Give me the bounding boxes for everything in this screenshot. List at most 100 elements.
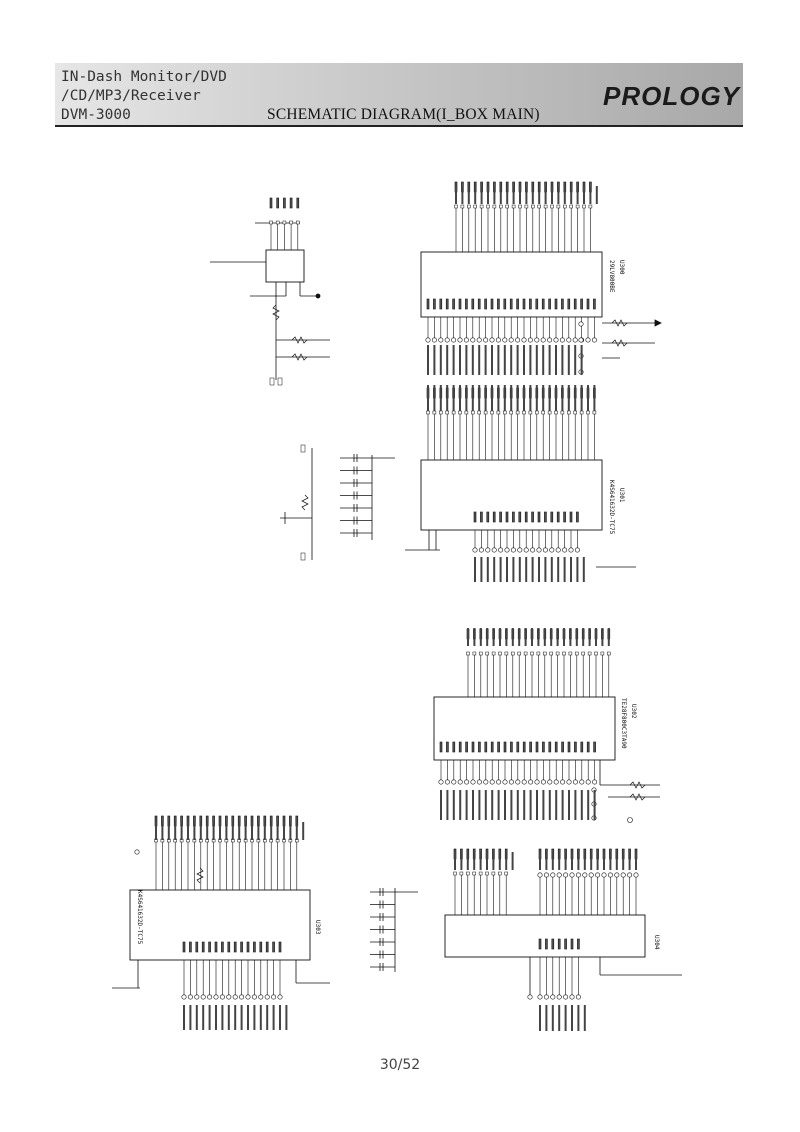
pin-terminal: [134, 849, 140, 855]
pin-terminal: [581, 651, 585, 656]
pin-terminal: [541, 410, 545, 415]
pin-terminal: [515, 337, 521, 343]
net-label-mark: [439, 298, 443, 310]
net-label-mark: [238, 822, 241, 840]
net-label-mark: [221, 1005, 224, 1030]
net-label-mark: [426, 298, 430, 310]
net-label-mark: [563, 511, 566, 523]
pin-terminal: [522, 410, 526, 415]
net-label-mark: [603, 852, 605, 870]
net-label-mark: [622, 852, 625, 870]
pin-terminal: [528, 779, 534, 785]
pin-terminal: [459, 871, 464, 876]
net-label-mark: [525, 186, 528, 204]
model-line-1: IN-Dash Monitor/DVD: [61, 69, 227, 85]
net-label-mark: [465, 790, 468, 820]
net-label-mark: [561, 741, 564, 753]
net-label-mark: [582, 557, 585, 582]
pin-terminal: [194, 994, 200, 1000]
pin-terminal: [556, 994, 562, 1000]
net-label-mark: [601, 628, 604, 646]
net-label-mark: [563, 186, 566, 204]
net-label-mark: [499, 186, 502, 204]
net-label-mark: [459, 790, 462, 820]
net-label-mark: [474, 557, 476, 582]
pin-terminal: [458, 410, 462, 415]
pin-terminal: [463, 337, 469, 343]
pin-terminal: [614, 872, 620, 878]
pin-terminal: [505, 204, 509, 209]
net-label-mark: [497, 298, 500, 310]
pin-terminal: [568, 547, 574, 553]
net-label-mark: [161, 822, 164, 840]
net-label-mark: [571, 1005, 573, 1031]
pin-terminal: [527, 337, 533, 343]
net-label-mark: [589, 186, 592, 204]
net-label-mark: [593, 741, 596, 753]
net-label-mark: [590, 852, 593, 870]
pin-terminal: [502, 779, 508, 785]
connector: [300, 444, 306, 453]
pin-terminal: [521, 779, 527, 785]
net-label-mark: [576, 511, 579, 523]
chip-u302-ref: U302: [630, 704, 637, 719]
net-label-mark: [587, 790, 590, 820]
net-label-mark: [465, 298, 468, 310]
net-label-mark: [461, 186, 464, 204]
net-label-mark: [231, 822, 234, 840]
net-label-mark: [484, 790, 487, 820]
pin-terminal: [594, 651, 598, 656]
schematic-pins: [134, 181, 639, 1000]
chip-u303: [129, 889, 311, 961]
model-line-3: DVM-3000: [61, 107, 131, 123]
net-label-mark: [522, 298, 526, 310]
net-label-mark: [593, 298, 596, 310]
net-label-mark: [492, 628, 495, 646]
pin-terminal: [517, 651, 521, 656]
net-label-mark: [522, 741, 526, 753]
pin-terminal: [620, 872, 626, 878]
net-label-mark: [499, 511, 502, 523]
pin-terminal: [579, 779, 585, 785]
net-label-mark: [531, 186, 534, 204]
net-label-mark: [538, 557, 540, 582]
net-label-mark: [487, 186, 489, 204]
pin-terminal: [511, 204, 516, 209]
net-label-mark: [531, 628, 533, 646]
pin-terminal: [578, 337, 584, 343]
net-label-mark: [567, 385, 570, 411]
net-label-mark: [512, 186, 515, 204]
chip-u303-part: K4S641632D-TC75: [136, 890, 143, 945]
pin-terminal: [503, 410, 507, 415]
net-label-mark: [174, 822, 177, 840]
net-label-mark: [536, 790, 538, 820]
pin-terminal: [504, 651, 509, 656]
chip-u301-ref: U301: [618, 488, 625, 503]
net-label-mark: [455, 186, 457, 204]
pin-terminal: [275, 220, 280, 225]
net-label-mark: [445, 298, 449, 310]
net-label-mark: [564, 852, 567, 870]
pin-terminal: [496, 410, 501, 415]
net-label-mark: [574, 345, 577, 375]
net-label-mark: [596, 852, 599, 870]
net-label-mark: [595, 186, 598, 204]
net-label-mark: [516, 790, 519, 820]
net-label-mark: [539, 852, 541, 870]
net-label-mark: [558, 852, 561, 870]
pin-terminal: [543, 994, 549, 1000]
net-label-mark: [545, 852, 548, 870]
net-label-mark: [557, 938, 561, 950]
pin-terminal: [553, 779, 559, 785]
net-label-mark: [279, 1005, 281, 1030]
net-label-mark: [615, 852, 618, 870]
net-label-mark: [544, 511, 547, 523]
pin-terminal: [264, 994, 270, 1000]
net-label-mark: [493, 557, 496, 582]
net-label-mark: [583, 1005, 586, 1031]
pin-terminal: [560, 410, 565, 415]
pin-terminal: [431, 337, 437, 343]
net-label-mark: [516, 345, 519, 375]
net-label-mark: [509, 298, 513, 310]
net-label-mark: [460, 852, 463, 870]
